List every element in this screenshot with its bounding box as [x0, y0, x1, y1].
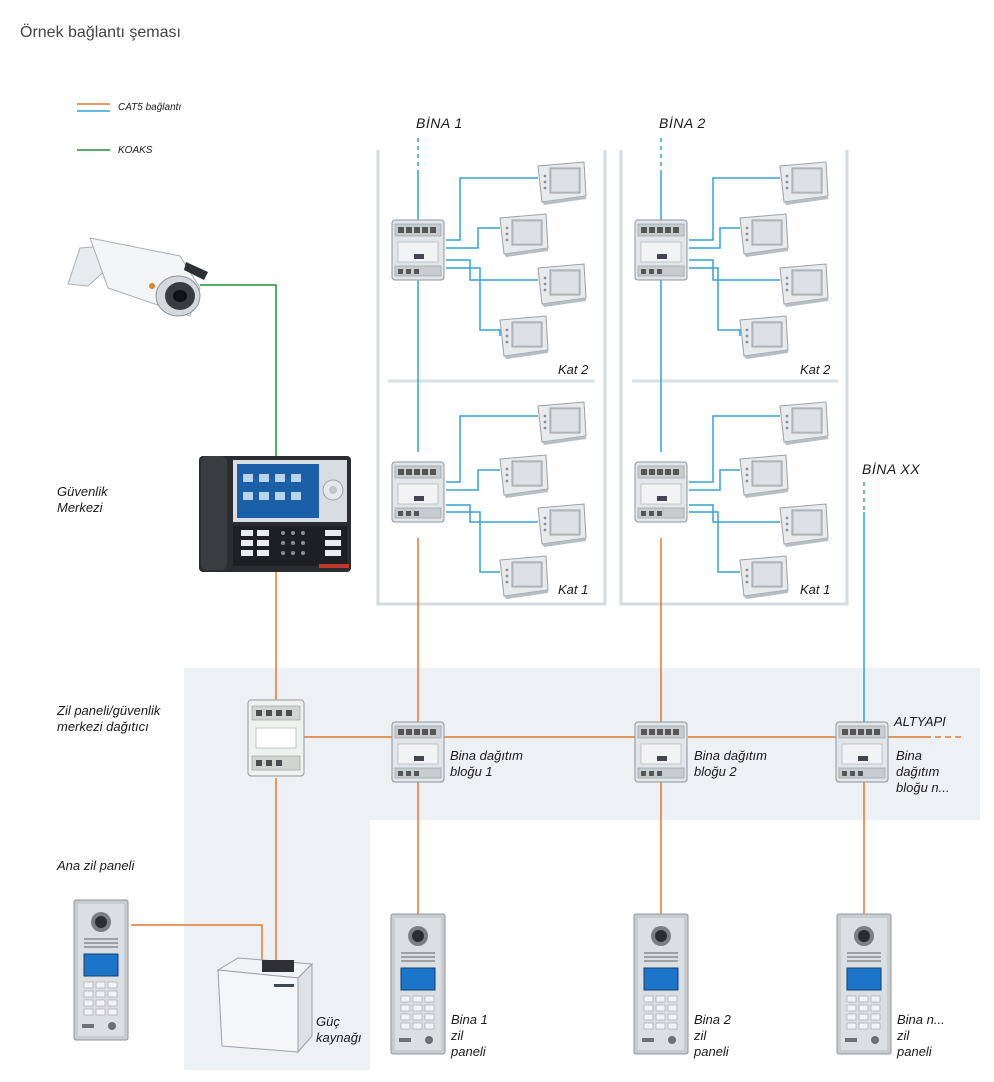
- monitor-icon: [537, 401, 587, 446]
- paneln-label-1: Bina n...: [897, 1012, 945, 1027]
- building-1-frame: [376, 150, 607, 606]
- panel1-label-1: Bina 1: [451, 1012, 488, 1027]
- distributor-icon: [247, 699, 305, 777]
- door-panel-icon: [633, 913, 689, 1055]
- panel1-label-3: paneli: [450, 1044, 487, 1059]
- dist1-label-2: bloğu 1: [450, 764, 493, 779]
- monitor-icon: [779, 503, 829, 548]
- floor-label-b1-lower: Kat 1: [558, 582, 588, 597]
- panel2-label-3: paneli: [693, 1044, 730, 1059]
- camera-icon: [67, 237, 208, 317]
- riser-lines: [417, 138, 865, 725]
- monitor-icon: [779, 401, 829, 446]
- floor-label-b1-upper: Kat 2: [558, 362, 589, 377]
- dist2-label-1: Bina dağıtım: [694, 748, 767, 763]
- distn-label-2: dağıtım: [896, 764, 940, 779]
- building-1-title: BİNA 1: [416, 115, 463, 131]
- floor-label-b2-lower: Kat 1: [800, 582, 830, 597]
- floor-distributor-b1-lower: [391, 461, 445, 523]
- building-distributor-n: [835, 721, 889, 783]
- floor-distributor-b1-upper: [391, 219, 445, 281]
- floor-distributor-b2-upper: [634, 219, 688, 281]
- monitor-icon: [499, 454, 549, 499]
- monitor-icon: [779, 161, 829, 206]
- building-xx-title: BİNA XX: [862, 461, 920, 477]
- legend-cat5-label: CAT5 bağlantı: [118, 102, 181, 113]
- monitor-icon: [739, 555, 789, 600]
- door-panel-icon: [836, 913, 892, 1055]
- building-distributor-2: [634, 721, 688, 783]
- legend-coax-label: KOAKS: [118, 145, 153, 156]
- distn-label-3: bloğu n...: [896, 780, 950, 795]
- panel2-label-1: Bina 2: [694, 1012, 732, 1027]
- legend: CAT5 bağlantı KOAKS: [77, 102, 181, 156]
- main-panel-label: Ana zil paneli: [56, 858, 135, 873]
- monitor-icon: [537, 263, 587, 308]
- monitor-icon: [739, 213, 789, 258]
- building-distributor-1: [391, 721, 445, 783]
- monitor-icon: [739, 315, 789, 360]
- dist1-label-1: Bina dağıtım: [450, 748, 523, 763]
- security-center-label-2: Merkezi: [57, 500, 104, 515]
- door-panel-icon: [390, 913, 446, 1055]
- main-door-panel-icon: [73, 899, 129, 1041]
- monitor-icon: [739, 454, 789, 499]
- dist2-label-2: bloğu 2: [694, 764, 737, 779]
- cat5-lines: [131, 538, 962, 966]
- paneln-label-3: paneli: [896, 1044, 933, 1059]
- monitor-icon: [779, 263, 829, 308]
- monitor-icon: [537, 161, 587, 206]
- floor-wiring-b2: [689, 177, 780, 573]
- paneln-label-2: zil: [896, 1028, 910, 1043]
- monitor-icon: [537, 503, 587, 548]
- power-supply-icon: [216, 957, 314, 1054]
- floor-label-b2-upper: Kat 2: [800, 362, 831, 377]
- monitor-icon: [499, 555, 549, 600]
- floor-distributor-b2-lower: [634, 461, 688, 523]
- infrastructure-label: ALTYAPI: [893, 714, 946, 729]
- monitor-icon: [499, 213, 549, 258]
- power-label-1: Güç: [316, 1014, 340, 1029]
- distn-label-1: Bina: [896, 748, 922, 763]
- security-console-icon: [199, 456, 351, 572]
- building-2-title: BİNA 2: [659, 115, 706, 131]
- panel1-label-2: zil: [450, 1028, 464, 1043]
- coax-line: [200, 284, 277, 458]
- monitor-icon: [499, 315, 549, 360]
- floor-wiring-b1: [446, 177, 538, 573]
- security-center-label-1: Güvenlik: [57, 484, 109, 499]
- page-title: Örnek bağlantı şeması: [20, 24, 181, 41]
- building-2-frame: [619, 150, 849, 606]
- power-label-2: kaynağı: [316, 1030, 362, 1045]
- panel2-label-2: zil: [693, 1028, 707, 1043]
- distributor-label-1: Zil paneli/güvenlik: [56, 703, 162, 718]
- infrastructure-zone: [184, 668, 980, 1070]
- distributor-label-2: merkezi dağıtıcı: [57, 719, 149, 734]
